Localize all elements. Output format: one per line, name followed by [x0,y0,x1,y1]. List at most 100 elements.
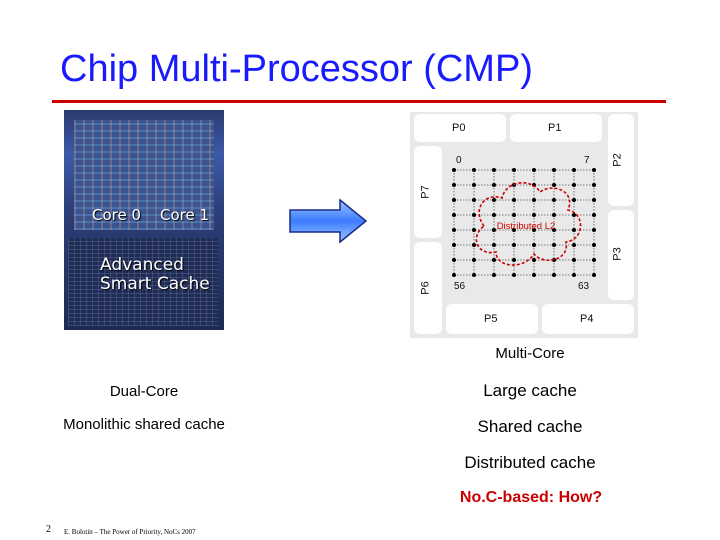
mesh-node [472,168,476,172]
caption-monolithic-cache: Monolithic shared cache [63,416,225,433]
mesh-node [512,273,516,277]
mesh-node [472,183,476,187]
mesh-node [572,183,576,187]
mesh-node [532,273,536,277]
mesh-node [592,243,596,247]
processor-label: P3 [611,247,624,261]
mesh-node [452,213,456,217]
processor-label: P6 [419,281,432,295]
mesh-node [492,228,496,232]
die-label-core0: Core 0 [92,206,142,224]
mesh-node [572,258,576,262]
mesh-node [472,198,476,202]
cloud-label: Distributed L2 [497,221,556,232]
mesh-node [452,183,456,187]
mesh-node [492,183,496,187]
mesh-node [492,258,496,262]
mesh-node [512,213,516,217]
mesh-node [532,243,536,247]
mesh-node [552,243,556,247]
processor-tile-p5: P5 [446,304,538,334]
processor-tile-p1: P1 [510,114,602,142]
caption-dual-core: Dual-Core [109,383,179,400]
mesh-node [492,273,496,277]
mesh-node [592,273,596,277]
mesh-node [492,213,496,217]
mesh-node [552,258,556,262]
mesh-node [572,228,576,232]
mesh-node [552,213,556,217]
mesh-node [472,228,476,232]
mesh-node [472,243,476,247]
mesh-node [552,183,556,187]
processor-tile-p0: P0 [414,114,506,142]
mesh-node [572,198,576,202]
slide-number: 2 [46,524,51,535]
mesh-node [452,273,456,277]
mesh-node [492,198,496,202]
corner-label-63: 63 [578,281,590,292]
mesh-node [512,168,516,172]
mesh-node [452,168,456,172]
mesh-node [532,213,536,217]
right-arrow-icon [289,198,368,244]
mesh-node [592,228,596,232]
noc-mesh-grid: Distributed L2 0 7 56 63 [452,155,596,292]
caption-distributed-cache: Distributed cache [464,453,596,472]
caption-multi-core: Multi-Core [495,345,565,362]
die-cache-region [68,238,218,326]
die-label-cache: Advanced Smart Cache [100,255,210,294]
corner-label-56: 56 [454,281,466,292]
mesh-node [532,168,536,172]
mesh-node [512,198,516,202]
mesh-node [532,228,536,232]
corner-label-7: 7 [584,155,590,166]
mesh-node [572,168,576,172]
processor-label: P0 [452,122,466,134]
processor-label: P4 [580,313,594,325]
mesh-node [592,213,596,217]
mesh-node [592,168,596,172]
title-underline [52,100,666,103]
mesh-node [512,228,516,232]
caption-shared-cache: Shared cache [477,417,583,436]
processor-label: P2 [611,153,624,167]
mesh-node [472,258,476,262]
mesh-node [592,258,596,262]
mesh-node [472,273,476,277]
mesh-node [492,243,496,247]
processor-tile-p7: P7 [414,146,442,238]
mesh-node [572,273,576,277]
mesh-node [552,228,556,232]
mesh-node [452,198,456,202]
mesh-node [492,168,496,172]
mesh-node [552,273,556,277]
mesh-node [452,243,456,247]
slide-footer: E. Bolotin – The Power of Priority, NoCs… [64,528,196,536]
processor-tile-p6: P6 [414,242,442,334]
mesh-node [552,168,556,172]
mesh-node [452,228,456,232]
mesh-node [552,198,556,202]
die-label-core1: Core 1 [160,206,210,224]
mesh-node [572,213,576,217]
corner-label-0: 0 [456,155,462,166]
mesh-node [592,183,596,187]
slide-title: Chip Multi-Processor (CMP) [60,48,533,90]
processor-tile-p2: P2 [608,114,634,206]
mesh-node [532,258,536,262]
processor-label: P7 [419,185,432,199]
cmp-diagram: P0 P1 P2 P3 P4 P5 P6 P7 [410,112,638,338]
mesh-node [592,198,596,202]
die-core-region [74,120,214,230]
processor-tile-p4: P4 [542,304,634,334]
processor-tile-p3: P3 [608,210,634,300]
processor-label: P1 [548,122,562,134]
processor-label: P5 [484,313,498,325]
mesh-node [572,243,576,247]
distributed-l2-cloud [475,182,582,266]
caption-large-cache: Large cache [483,381,577,400]
dual-core-die-image: Core 0 Core 1 Advanced Smart Cache [64,110,224,330]
mesh-node [512,258,516,262]
mesh-node [472,213,476,217]
